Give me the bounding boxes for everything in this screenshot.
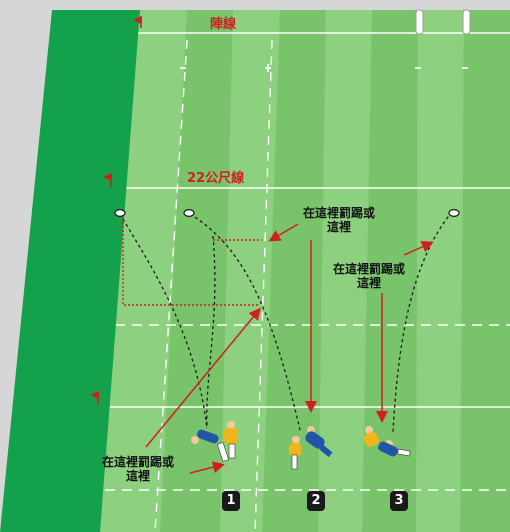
line-22m-label: 22公尺線: [187, 167, 244, 186]
note-bottom-left: 在這裡罰踢或 這裡: [92, 455, 184, 483]
scenario-badge-3: 3: [390, 491, 408, 511]
scenario-badge-2: 2: [307, 491, 325, 511]
dead-ball-line-label: 陣線: [210, 13, 236, 32]
note-top-center: 在這裡罰踢或 這裡: [293, 206, 385, 234]
scenario-badge-1: 1: [222, 491, 240, 511]
note-right-middle: 在這裡罰踢或 這裡: [323, 262, 415, 290]
